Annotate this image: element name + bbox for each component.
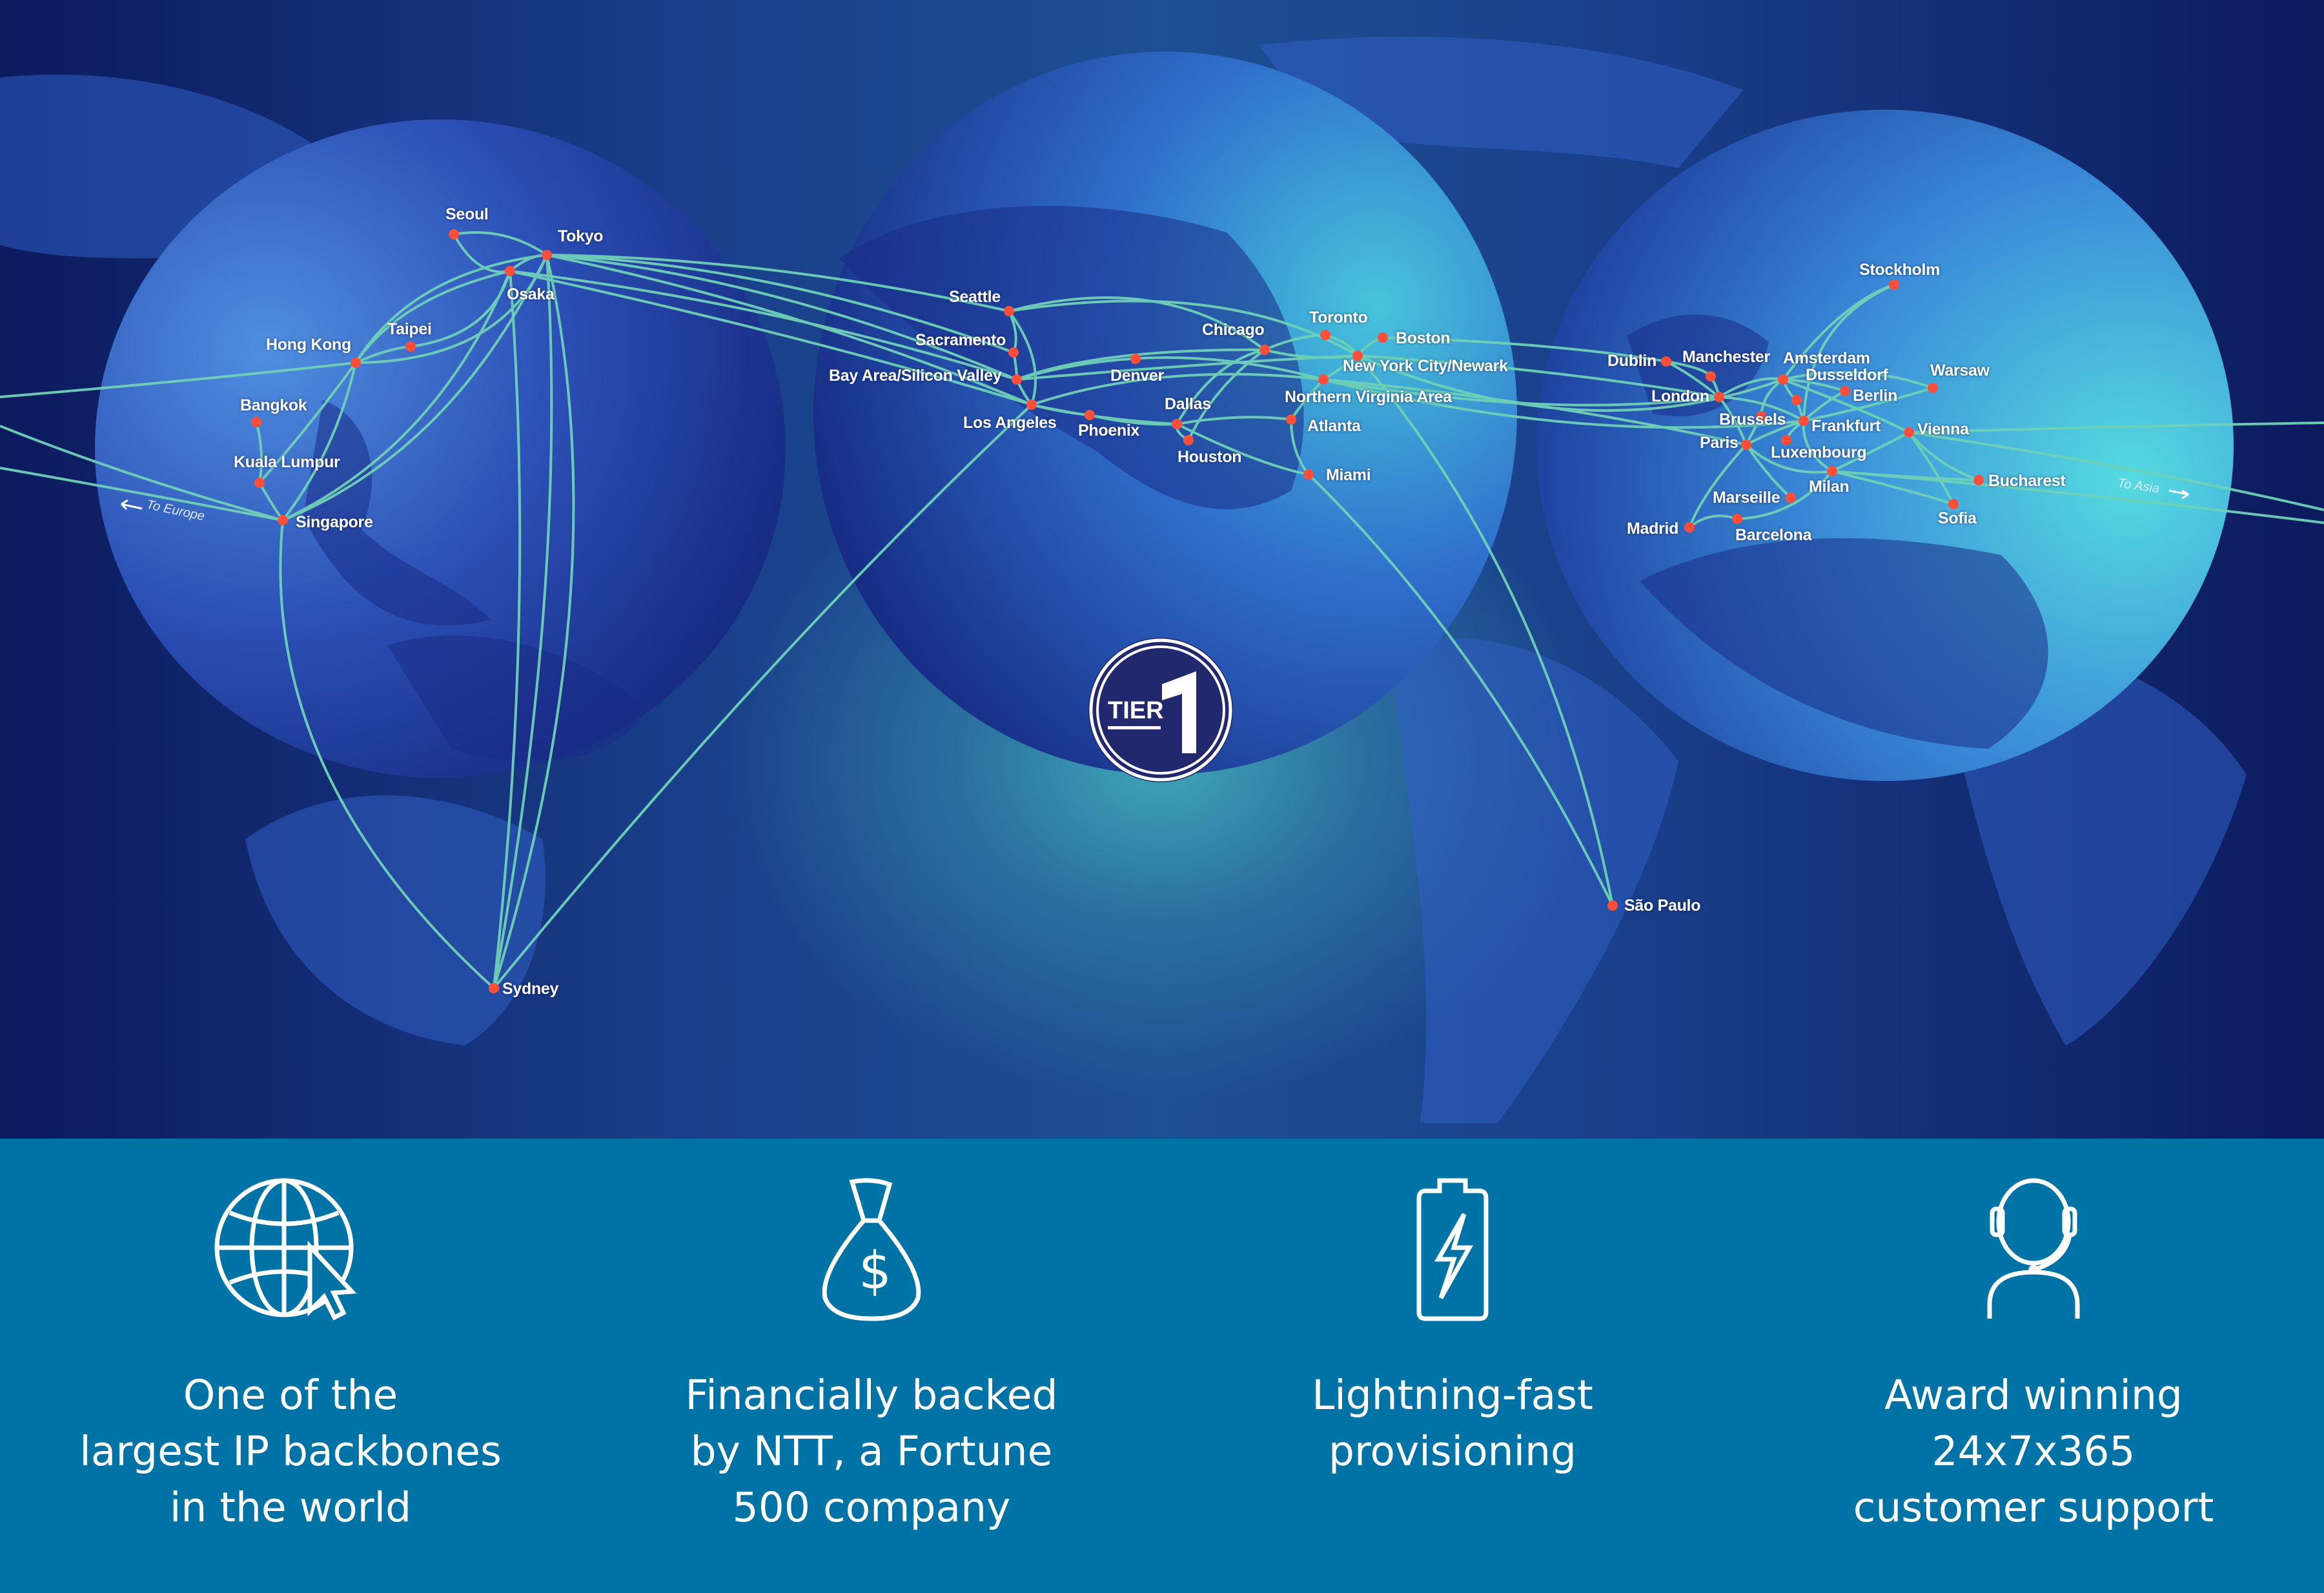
map-graphic — [0, 36, 2324, 1123]
city-label-northern-virginia: Northern Virginia Area — [1285, 388, 1452, 406]
svg-text:$: $ — [859, 1241, 892, 1301]
city-label-osaka: Osaka — [507, 285, 555, 303]
network-map: Seoul Tokyo Osaka Taipei Hong Kong Bangk… — [0, 0, 2324, 1139]
tier-1-badge: TIER — [1086, 636, 1235, 784]
arrow-left-icon — [120, 499, 143, 511]
feature-text-financial: Financially backed by NTT, a Fortune 500… — [685, 1372, 1058, 1531]
city-label-brussels: Brussels — [1719, 411, 1786, 429]
city-label-miami: Miami — [1326, 466, 1371, 484]
feature-provisioning: Lightning-fast provisioning — [1162, 1139, 1743, 1593]
city-label-london: London — [1651, 387, 1709, 405]
city-label-sao-paulo: São Paulo — [1624, 897, 1701, 915]
arrow-right-icon — [2168, 489, 2189, 500]
city-label-sacramento: Sacramento — [915, 331, 1006, 349]
city-label-tokyo: Tokyo — [558, 227, 604, 245]
city-label-marseille: Marseille — [1713, 489, 1780, 507]
feature-text-support: Award winning 24x7x365 customer support — [1853, 1372, 2214, 1531]
feature-support: Award winning 24x7x365 customer support — [1743, 1139, 2324, 1593]
city-label-sofia: Sofia — [1938, 509, 1977, 527]
city-label-new-york: New York City/Newark — [1343, 357, 1508, 375]
city-label-paris: Paris — [1700, 434, 1738, 452]
city-label-taipei: Taipei — [387, 320, 432, 338]
city-label-dublin: Dublin — [1607, 352, 1656, 370]
city-label-manchester: Manchester — [1682, 348, 1770, 366]
city-label-bangkok: Bangkok — [240, 396, 307, 414]
city-label-houston: Houston — [1177, 448, 1242, 466]
city-label-dusseldorf: Dusseldorf — [1806, 366, 1888, 384]
city-label-amsterdam: Amsterdam — [1783, 349, 1870, 367]
city-label-bay-area: Bay Area/Silicon Valley — [829, 367, 1002, 385]
city-label-singapore: Singapore — [296, 513, 373, 531]
city-dots — [251, 229, 1984, 993]
city-label-seoul: Seoul — [445, 205, 489, 223]
city-label-sydney: Sydney — [502, 980, 559, 998]
network-routes — [0, 231, 2324, 989]
feature-text-backbone: One of the largest IP backbones in the w… — [79, 1372, 502, 1531]
battery-lightning-icon — [1369, 1172, 1536, 1327]
city-label-dallas: Dallas — [1165, 395, 1211, 413]
city-label-los-angeles: Los Angeles — [963, 414, 1057, 432]
city-label-denver: Denver — [1110, 367, 1164, 385]
city-label-frankfurt: Frankfurt — [1811, 417, 1881, 435]
headset-person-icon — [1950, 1172, 2117, 1327]
city-label-madrid: Madrid — [1627, 520, 1679, 538]
city-label-toronto: Toronto — [1309, 309, 1368, 327]
feature-text-provisioning: Lightning-fast provisioning — [1312, 1372, 1593, 1475]
city-label-phoenix: Phoenix — [1078, 421, 1140, 440]
city-label-boston: Boston — [1396, 329, 1451, 347]
city-label-barcelona: Barcelona — [1735, 526, 1812, 544]
city-label-stockholm: Stockholm — [1859, 261, 1941, 279]
city-label-warsaw: Warsaw — [1930, 361, 1990, 380]
city-label-hong-kong: Hong Kong — [266, 336, 351, 354]
badge-word: TIER — [1108, 697, 1164, 724]
asia-pacific-globe — [95, 119, 786, 778]
features-banner: One of the largest IP backbones in the w… — [0, 1139, 2324, 1593]
city-label-bucharest: Bucharest — [1988, 472, 2066, 490]
city-label-milan: Milan — [1809, 478, 1850, 496]
city-label-atlanta: Atlanta — [1307, 417, 1361, 435]
city-label-chicago: Chicago — [1202, 321, 1265, 339]
city-label-kuala-lumpur: Kuala Lumpur — [234, 453, 340, 471]
globe-cursor-icon — [207, 1172, 374, 1327]
feature-backbone: One of the largest IP backbones in the w… — [0, 1139, 581, 1593]
tier-1-logo-icon: TIER — [1088, 638, 1233, 782]
city-label-vienna: Vienna — [1917, 420, 1969, 438]
feature-financial: $ Financially backed by NTT, a Fortune 5… — [581, 1139, 1162, 1593]
city-label-luxembourg: Luxembourg — [1771, 443, 1867, 462]
city-label-seattle: Seattle — [949, 288, 1001, 306]
city-label-berlin: Berlin — [1853, 387, 1898, 405]
money-bag-icon: $ — [788, 1172, 955, 1327]
